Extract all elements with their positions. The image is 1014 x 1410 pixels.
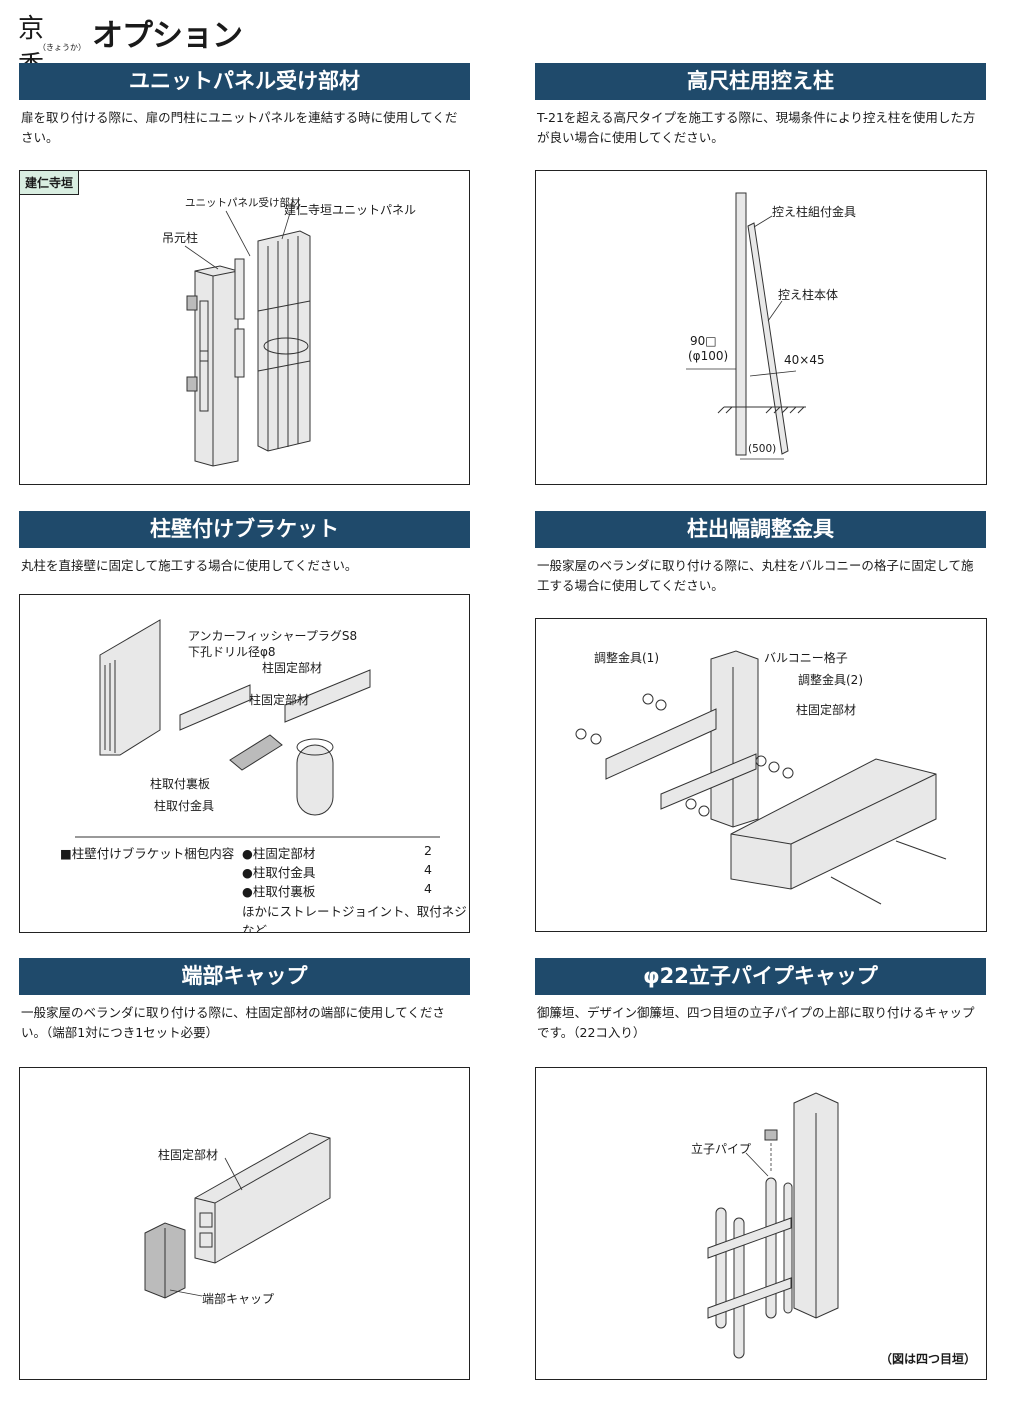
section-wall-bracket: 柱壁付けブラケット 丸柱を直接壁に固定して施工する場合に使用してください。: [19, 511, 470, 576]
section-desc: T-21を超える高尺タイプを施工する際に、現場条件により控え柱を使用した方が良い…: [537, 110, 976, 145]
package-item: ●柱固定部材 2: [242, 843, 432, 861]
label-anchor: アンカーフィッシャープラグS8: [188, 629, 358, 643]
page-title: オプション: [92, 18, 243, 54]
section-desc: 一般家屋のベランダに取り付ける際に、柱固定部材の端部に使用してください。（端部1…: [21, 1005, 445, 1040]
section-title: 端部キャップ: [19, 958, 470, 995]
label-bracket-fitting: 柱取付金具: [154, 799, 215, 813]
figure-tag: 建仁寺垣: [20, 171, 80, 195]
section-adjust: 柱出幅調整金具 一般家屋のベランダに取り付ける際に、丸柱をバルコニーの格子に固定…: [535, 511, 986, 596]
figure-unit-panel: 建仁寺垣 ユニットパネル受け部材 建仁寺垣ユニットパネル 吊元柱: [19, 170, 470, 485]
section-title: φ22立子パイプキャップ: [535, 958, 986, 995]
label-embed: (500): [748, 443, 777, 455]
label-support-size: 40×45: [784, 353, 825, 367]
package-item: ●柱取付裏板 4: [242, 881, 432, 899]
end-cap-drawing: [144, 1132, 331, 1299]
figure-adjust: 調整金具(1) バルコニー格子 調整金具(2) 柱固定部材: [535, 618, 987, 932]
section-desc: 御簾垣、デザイン御簾垣、四つ目垣の立子パイプの上部に取り付けるキャップです。（2…: [537, 1005, 975, 1040]
section-unit-panel: ユニットパネル受け部材 扉を取り付ける際に、扉の門柱にユニットパネルを連結する時…: [19, 63, 470, 148]
label-post-dia: (φ100): [688, 349, 729, 363]
package-extra: ほかにストレートジョイント、取付ネジなど: [242, 904, 467, 933]
section-title: ユニットパネル受け部材: [19, 63, 470, 100]
package-heading: ■柱壁付けブラケット梱包内容: [60, 846, 235, 861]
section-desc: 一般家屋のベランダに取り付ける際に、丸柱をバルコニーの格子に固定して施工する場合…: [537, 558, 974, 593]
section-tall-support: 高尺柱用控え柱 T-21を超える高尺タイプを施工する際に、現場条件により控え柱を…: [535, 63, 986, 148]
section-desc: 丸柱を直接壁に固定して施工する場合に使用してください。: [21, 558, 358, 573]
figure-wall-bracket: アンカーフィッシャープラグS8 下孔ドリル径φ8 柱固定部材 柱固定部材 柱取付…: [19, 594, 470, 933]
pipe-cap-drawing: [707, 1092, 839, 1359]
label-hinge-post: 吊元柱: [162, 231, 199, 245]
label-bracket: 控え柱組付金具: [772, 205, 857, 219]
tall-support-drawing: [686, 192, 806, 460]
label-adjust-2: 調整金具(2): [798, 673, 863, 687]
label-fix-member: 柱固定部材: [796, 703, 857, 717]
label-drill: 下孔ドリル径φ8: [188, 645, 276, 659]
section-title: 高尺柱用控え柱: [535, 63, 986, 100]
label-pipe: 立子パイプ: [691, 1142, 752, 1156]
package-item: ●柱取付金具 4: [242, 862, 432, 880]
figure-tall-support: 控え柱組付金具 控え柱本体 90□ (φ100) 40×45 (500): [535, 170, 987, 485]
section-title: 柱壁付けブラケット: [19, 511, 470, 548]
label-fix-member-2: 柱固定部材: [249, 693, 310, 707]
figure-end-cap: 柱固定部材 端部キャップ: [19, 1067, 470, 1380]
label-back-plate: 柱取付裏板: [150, 777, 211, 791]
adjust-drawing: [575, 650, 947, 905]
figure-note: （図は四つ目垣）: [880, 1352, 977, 1366]
label-post-size: 90□: [690, 334, 717, 348]
figure-pipe-cap: 立子パイプ （図は四つ目垣）: [535, 1067, 987, 1380]
section-pipe-cap: φ22立子パイプキャップ 御簾垣、デザイン御簾垣、四つ目垣の立子パイプの上部に取…: [535, 958, 986, 1043]
section-title: 柱出幅調整金具: [535, 511, 986, 548]
label-panel: 建仁寺垣ユニットパネル: [284, 203, 417, 217]
label-receive-part: ユニットパネル受け部材: [185, 197, 301, 209]
label-fix-member: 柱固定部材: [158, 1148, 219, 1162]
wall-bracket-drawing: [75, 619, 440, 838]
label-fix-member-1: 柱固定部材: [262, 661, 323, 675]
label-adjust-1: 調整金具(1): [594, 651, 659, 665]
label-balcony: バルコニー格子: [764, 651, 848, 665]
brand-reading: （きょうか）: [38, 43, 86, 52]
section-end-cap: 端部キャップ 一般家屋のベランダに取り付ける際に、柱固定部材の端部に使用してくだ…: [19, 958, 470, 1043]
label-end-cap: 端部キャップ: [202, 1292, 275, 1306]
label-support-body: 控え柱本体: [778, 288, 839, 302]
unit-panel-drawing: [184, 210, 311, 467]
section-desc: 扉を取り付ける際に、扉の門柱にユニットパネルを連結する時に使用してください。: [21, 110, 458, 145]
